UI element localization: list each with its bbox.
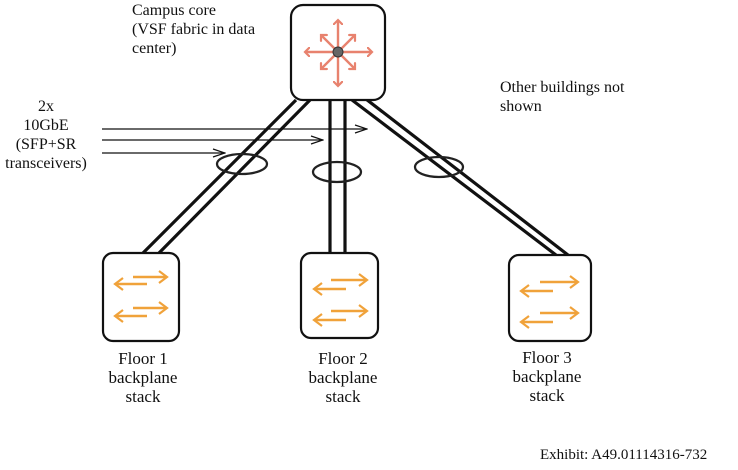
floor-label-line: stack bbox=[125, 387, 161, 406]
lag-ellipse-floor3 bbox=[413, 155, 465, 179]
other-buildings-label: Other buildings not shown bbox=[500, 78, 660, 116]
floor-label-line: Floor 1 bbox=[118, 349, 168, 368]
floor-label-line: stack bbox=[529, 386, 565, 405]
uplink-floor2 bbox=[328, 100, 347, 253]
floor-label-line: stack bbox=[325, 387, 361, 406]
other-buildings-line: shown bbox=[500, 98, 542, 115]
floor3-switch bbox=[507, 253, 593, 343]
switch-arrows-icon bbox=[312, 273, 369, 327]
uplink-label-line: transceivers) bbox=[5, 155, 87, 172]
floor2-switch bbox=[299, 251, 380, 340]
core-label-line: Campus core bbox=[132, 2, 216, 19]
floor-label-line: backplane bbox=[108, 368, 178, 387]
uplink-floor3 bbox=[351, 94, 569, 257]
floor-label-line: backplane bbox=[308, 368, 378, 387]
lag-ellipse-floor2 bbox=[311, 160, 363, 184]
uplink-label-line: 10GbE bbox=[23, 117, 69, 134]
core-switch bbox=[289, 3, 387, 102]
switch-arrows-icon bbox=[519, 275, 580, 329]
core-label: Campus core (VSF fabric in data center) bbox=[132, 1, 292, 58]
uplink-label: 2x 10GbE (SFP+SR transceivers) bbox=[0, 97, 92, 173]
floor1-label: Floor 1 backplane stack bbox=[98, 349, 188, 406]
core-label-line: center) bbox=[132, 40, 177, 57]
other-buildings-line: Other buildings not bbox=[500, 79, 625, 96]
floor3-label: Floor 3 backplane stack bbox=[502, 348, 592, 405]
floor-label-line: Floor 2 bbox=[318, 349, 368, 368]
lag-ellipse-floor1 bbox=[215, 152, 269, 176]
core-label-line: (VSF fabric in data bbox=[132, 21, 256, 38]
exhibit-id: Exhibit: A49.01114316-732 bbox=[540, 447, 708, 463]
core-hub-dot bbox=[332, 46, 344, 58]
switch-arrows-icon bbox=[113, 270, 169, 323]
uplink-label-line: (SFP+SR bbox=[15, 136, 77, 153]
floor2-label: Floor 2 backplane stack bbox=[298, 349, 388, 406]
floor-label-line: Floor 3 bbox=[522, 348, 572, 367]
uplink-floor1 bbox=[141, 98, 312, 255]
floor-label-line: backplane bbox=[512, 367, 582, 386]
uplink-label-line: 2x bbox=[38, 98, 54, 115]
floor1-switch bbox=[101, 251, 181, 343]
